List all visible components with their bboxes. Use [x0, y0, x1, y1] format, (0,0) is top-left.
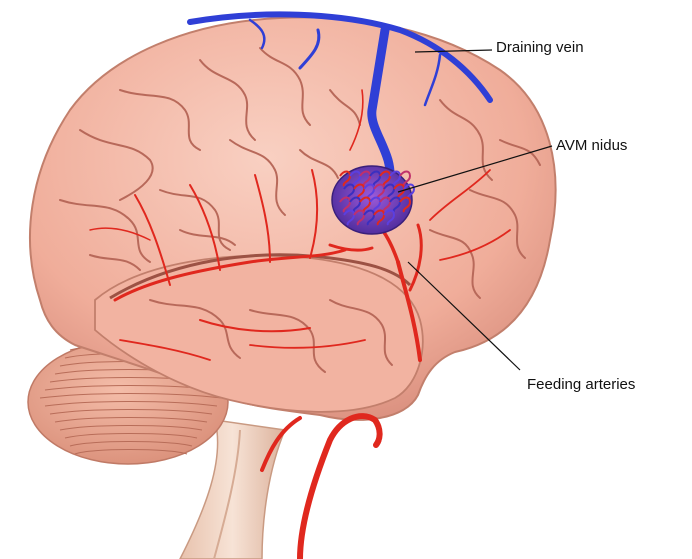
- leader-avm-nidus: [397, 145, 553, 193]
- cortical-artery-2: [134, 194, 171, 286]
- vein-branch-3: [423, 53, 442, 107]
- vertebral-artery: [260, 416, 302, 472]
- vein-branch-2: [248, 18, 266, 50]
- cortical-artery-10: [439, 229, 511, 261]
- nidus-coil: [399, 196, 412, 213]
- sulcus-1: [79, 129, 154, 201]
- internal-carotid: [297, 413, 383, 559]
- leader-draining-vein: [414, 49, 493, 53]
- sulcus-13: [249, 309, 326, 373]
- sulcus-7: [229, 139, 286, 216]
- sylvian-fissure: [109, 253, 412, 300]
- feeding-artery-3: [328, 243, 374, 252]
- sulcus-18: [499, 139, 541, 166]
- sulcus-17: [89, 254, 141, 271]
- sulcus-9: [439, 99, 493, 181]
- cortical-artery-8: [119, 339, 211, 361]
- sulcus-3: [199, 59, 256, 141]
- label-avm-nidus: AVM nidus: [556, 137, 628, 154]
- nidus-coil: [399, 170, 412, 187]
- sulcus-6: [159, 189, 231, 251]
- cortical-artery-6: [199, 319, 311, 333]
- cortical-artery-11: [349, 89, 364, 151]
- feeding-artery-4: [408, 223, 423, 292]
- label-feeding-arteries: Feeding arteries: [527, 376, 636, 393]
- sulcus-16: [329, 89, 361, 126]
- cortical-artery-9: [429, 169, 491, 221]
- cerebellum-folia: [39, 345, 223, 455]
- label-draining-vein: Draining vein: [496, 39, 584, 56]
- cortical-artery-4: [254, 174, 271, 263]
- cortical-artery-5: [309, 169, 319, 259]
- sulcus-2: [119, 89, 201, 151]
- sulcus-10: [469, 189, 526, 259]
- avm-nidus: [331, 165, 416, 235]
- arteries: [89, 89, 511, 361]
- nidus-coil: [403, 183, 416, 200]
- cortical-artery-7: [249, 339, 366, 349]
- sulcus-14: [329, 299, 393, 366]
- leader-feeding-arteries: [407, 261, 521, 371]
- nidus-coil: [383, 209, 396, 226]
- feeding-artery-1: [396, 260, 422, 362]
- sulcus-11: [429, 229, 481, 299]
- cortical-artery-3: [189, 184, 221, 271]
- sulcus-5: [59, 199, 151, 263]
- vein-branch-1: [298, 28, 321, 70]
- sulcus-8: [299, 149, 339, 179]
- sulcus-12: [149, 299, 241, 359]
- cortical-artery-1: [113, 248, 347, 302]
- spinal-cord-shading: [213, 429, 241, 559]
- cortical-artery-12: [89, 227, 151, 241]
- sulcus-15: [179, 229, 236, 246]
- sulcus-4: [259, 47, 311, 126]
- sulci: [59, 47, 541, 373]
